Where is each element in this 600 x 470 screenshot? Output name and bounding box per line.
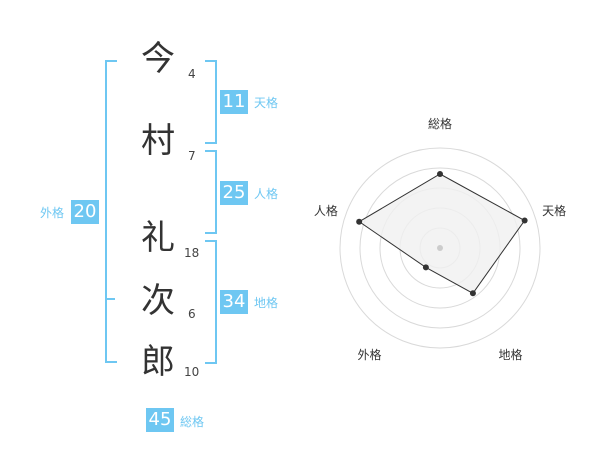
radar-ring-5 [339,147,541,349]
chikaku-label: 地格 [254,296,279,310]
radar-point-2 [521,217,528,224]
radar-point-4 [422,264,429,271]
stroke-count-4: 6 [188,307,196,321]
soukaku-badge: 45 [146,408,174,432]
bracket-chikaku [205,240,217,364]
name-char-5: 郎 [141,342,175,382]
radar-center-dot [437,245,443,251]
tenkaku-badge: 11 [220,90,248,114]
radar-axis-label-5: 人格 [314,203,338,218]
stroke-count-3: 18 [184,246,200,260]
jinkaku-label: 人格 [254,187,279,201]
radar-axis-label-4: 外格 [357,347,381,362]
name-char-3: 礼 [141,218,175,258]
bracket-jinkaku [205,150,217,234]
jinkaku-badge: 25 [220,181,248,205]
radar-axis-label-3: 地格 [498,347,522,362]
stroke-count-2: 7 [188,149,196,163]
name-char-2: 村 [141,121,175,161]
chikaku-badge: 34 [220,290,248,314]
stroke-count-1: 4 [188,67,196,81]
bracket-gaikaku-tick [105,298,115,300]
tenkaku-label: 天格 [254,96,279,110]
radar-ring-4 [359,167,521,329]
radar-polygon [358,173,526,294]
bracket-gaikaku [105,60,117,363]
name-char-1: 今 [141,39,175,79]
radar-point-3 [469,290,476,297]
name-char-4: 次 [141,281,175,321]
radar-axis-label-2: 天格 [542,203,566,218]
soukaku-label: 総格 [180,415,205,429]
gaikaku-badge: 20 [71,200,99,224]
radar-point-5 [356,218,363,225]
radar-axis-label-1: 総格 [428,116,452,131]
bracket-tenkaku [205,60,217,144]
radar-point-1 [437,171,443,177]
stroke-count-5: 10 [184,365,200,379]
gaikaku-label: 外格 [40,206,65,220]
